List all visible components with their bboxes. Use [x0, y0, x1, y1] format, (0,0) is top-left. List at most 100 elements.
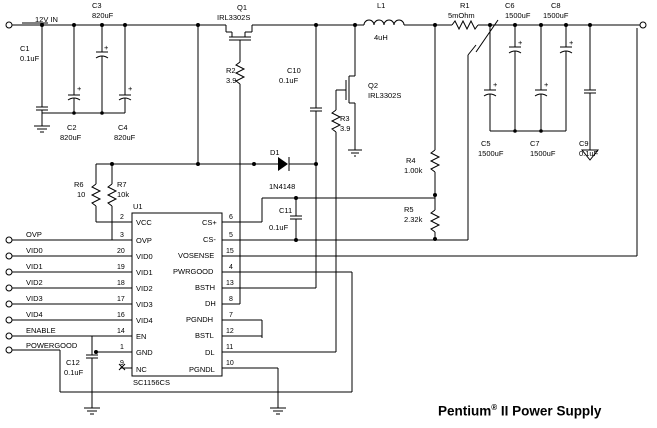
net-vid4: VID4: [26, 310, 43, 319]
c5-ref: C5: [481, 139, 491, 148]
r3-ref: R3: [340, 114, 350, 123]
svg-text:+: +: [128, 84, 133, 93]
inductor-l1: L1 4uH: [363, 1, 452, 42]
pin-gnd: GND: [136, 348, 153, 357]
q2-value: IRL3302S: [368, 91, 401, 100]
r1-ref: R1: [460, 1, 470, 10]
q1-value: IRL3302S: [217, 13, 250, 22]
c10-value: 0.1uF: [279, 76, 299, 85]
output-ground: [490, 129, 600, 161]
svg-text:10: 10: [226, 360, 234, 367]
svg-text:1: 1: [120, 344, 124, 351]
svg-text:+: +: [518, 38, 523, 47]
diode-d1: D1 1N4148: [96, 148, 316, 191]
input-terminal: [5, 21, 13, 29]
vid0-terminal: [5, 252, 13, 260]
d1-value: 1N4148: [269, 182, 295, 191]
r4-value: 1.00k: [404, 166, 423, 175]
vid4-terminal: [5, 316, 13, 324]
pin-cs-minus: CS-: [203, 235, 216, 244]
switch-node: [252, 23, 364, 108]
q2-ref: Q2: [368, 81, 378, 90]
d1-ref: D1: [270, 148, 280, 157]
pin-dh: DH: [205, 299, 216, 308]
control-inputs: OVP VID0 VID1 VID2 VID3 VID4 ENABLE POWE…: [5, 230, 132, 354]
svg-text:2: 2: [120, 214, 124, 221]
svg-text:4: 4: [229, 264, 233, 271]
net-vid2: VID2: [26, 278, 43, 287]
capacitor-c6: + C6 1500uF: [505, 1, 531, 131]
svg-text:14: 14: [117, 328, 125, 335]
net-enable: ENABLE: [26, 326, 56, 335]
pin-en: EN: [136, 332, 146, 341]
c7-ref: C7: [530, 139, 540, 148]
svg-text:3: 3: [120, 232, 124, 239]
r7-value: 10k: [117, 190, 129, 199]
svg-text:13: 13: [226, 280, 234, 287]
capacitor-c9: C9 0.1uF: [579, 23, 599, 158]
svg-text:11: 11: [226, 344, 233, 351]
schematic-title: Pentium® II Power Supply: [438, 403, 602, 419]
c5-value: 1500uF: [478, 149, 504, 158]
q2-ground: [348, 149, 362, 157]
vid2-terminal: [5, 284, 13, 292]
r4-ref: R4: [406, 156, 416, 165]
capacitor-c5: + C5 1500uF: [478, 23, 504, 158]
ovp-terminal: [5, 236, 13, 244]
c1-ref: C1: [20, 44, 30, 53]
capacitor-c1: C1 0.1uF: [20, 23, 48, 126]
r5-ref: R5: [404, 205, 414, 214]
pin-vid1: VID1: [136, 268, 153, 277]
c9-ref: C9: [579, 139, 589, 148]
pin-ovp: OVP: [136, 236, 152, 245]
svg-text:+: +: [544, 80, 549, 89]
input-rail: 12V IN: [5, 15, 226, 29]
c6-value: 1500uF: [505, 11, 531, 20]
capacitor-c11: C11 0.1uF: [269, 196, 302, 242]
svg-text:8: 8: [229, 296, 233, 303]
c9-value: 0.1uF: [579, 149, 599, 158]
output-terminal: [639, 21, 647, 29]
resistor-r2: R2 3.9: [226, 61, 246, 300]
r2-value: 3.9: [226, 76, 236, 85]
pin-bstl: BSTL: [195, 331, 214, 340]
l1-value: 4uH: [374, 33, 388, 42]
svg-text:+: +: [77, 84, 82, 93]
powergood-terminal: [5, 346, 13, 354]
c11-ref: C11: [279, 206, 292, 215]
c12-ref: C12: [66, 358, 80, 367]
pin-vid4: VID4: [136, 316, 153, 325]
c11-value: 0.1uF: [269, 223, 289, 232]
resistor-r6: R6 10: [74, 164, 102, 222]
vid1-terminal: [5, 268, 13, 276]
c7-value: 1500uF: [530, 149, 556, 158]
controller-ic-u1: U1 SC1156CS: [131, 202, 223, 387]
ic-left-pins: 2 VCC 3 OVP 20 VID0 19 VID1 18 VID2 17 V…: [96, 214, 153, 374]
c8-value: 1500uF: [543, 11, 569, 20]
capacitor-c7: + C7 1500uF: [530, 23, 556, 158]
resistor-r3: R3 3.9: [330, 109, 350, 350]
mosfet-q1: Q1 IRL3302S: [196, 3, 253, 164]
svg-text:18: 18: [117, 280, 125, 287]
pin-pgndh: PGNDH: [186, 315, 213, 324]
r2-ref: R2: [226, 66, 236, 75]
capacitor-c12: C12 0.1uF: [64, 336, 100, 415]
net-powergood: POWERGOOD: [26, 341, 78, 350]
pin-nc: NC: [136, 365, 147, 374]
capacitor-c8: + C8 1500uF: [543, 1, 574, 131]
pin-pwrgood: PWRGOOD: [173, 267, 214, 276]
pin-vid3: VID3: [136, 300, 153, 309]
resistor-r5: R5 2.32k: [404, 205, 441, 241]
svg-text:6: 6: [229, 214, 233, 221]
l1-ref: L1: [377, 1, 385, 10]
pin-vcc: VCC: [136, 218, 152, 227]
r6-value: 10: [77, 190, 85, 199]
u1-part: SC1156CS: [133, 378, 170, 387]
svg-text:+: +: [104, 43, 109, 52]
c1-value: 0.1uF: [20, 54, 40, 63]
svg-text:7: 7: [229, 312, 233, 319]
u1-ref: U1: [133, 202, 143, 211]
c8-ref: C8: [551, 1, 561, 10]
